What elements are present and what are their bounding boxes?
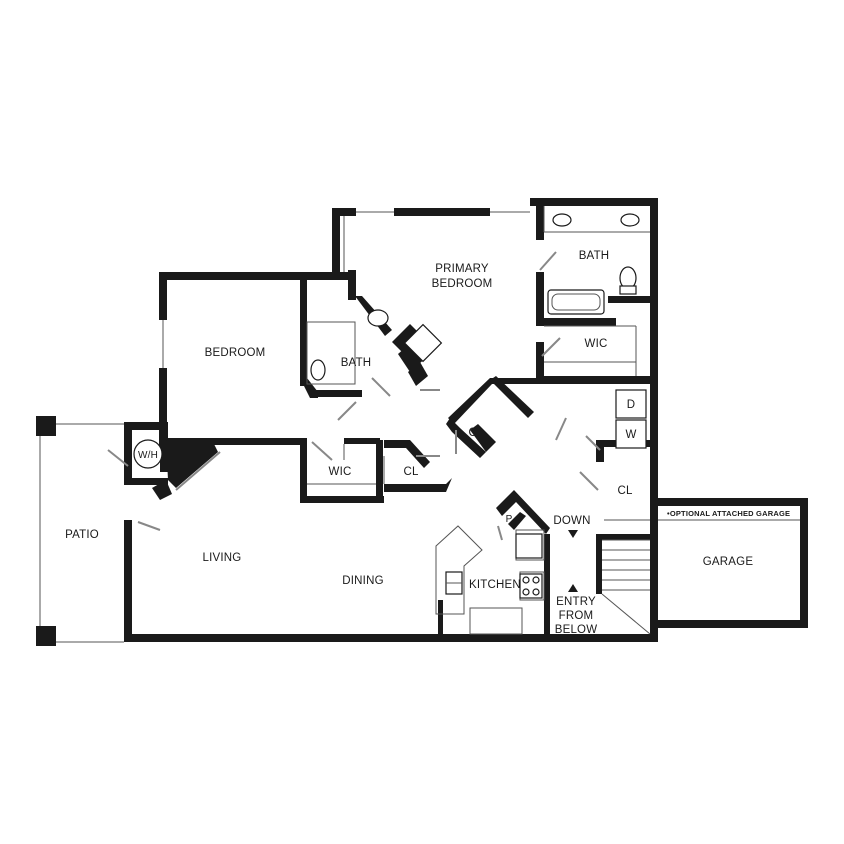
entry-label-line3: BELOW: [555, 624, 598, 636]
primary-bedroom-label-line2: BEDROOM: [432, 278, 493, 290]
sink-icon: [552, 213, 572, 227]
bath-primary-label: BATH: [579, 250, 610, 262]
optional-garage-note: •OPTIONAL ATTACHED GARAGE: [667, 509, 790, 518]
bathtub-icon: [547, 289, 605, 315]
garage-label: GARAGE: [703, 556, 754, 568]
toilet-icon: [367, 309, 389, 327]
shower-icon: [403, 323, 443, 363]
water-heater-label: W/H: [138, 450, 158, 461]
cl-secondary-label: CL: [403, 466, 419, 478]
patio-label: PATIO: [65, 529, 99, 541]
up-arrow-icon: [568, 584, 578, 592]
dining-label: DINING: [342, 575, 383, 587]
wic-primary-label: WIC: [585, 338, 608, 350]
dryer-label: D: [627, 399, 636, 411]
pantry-label: P: [506, 514, 513, 525]
primary-bedroom-label-line1: PRIMARY: [435, 263, 489, 275]
water-heater-icon: [133, 439, 163, 469]
fixtures: [133, 213, 640, 599]
sink-icon: [310, 359, 326, 381]
sink-icon: [620, 213, 640, 227]
bedroom-label: BEDROOM: [205, 347, 266, 359]
stairs: [601, 539, 651, 635]
cl-hall-label: CL: [468, 427, 484, 439]
down-label: DOWN: [553, 515, 590, 527]
entry-label-line2: FROM: [559, 610, 594, 622]
thin-lines: [39, 206, 800, 643]
kitchen-label: KITCHEN: [469, 579, 521, 591]
washer-label: W: [625, 429, 636, 441]
living-label: LIVING: [203, 552, 242, 564]
walls: [36, 198, 808, 646]
entry-label-line1: ENTRY: [556, 596, 596, 608]
doors: [107, 251, 601, 541]
room-labels: PRIMARY BEDROOM BATH WIC BEDROOM BATH CL…: [65, 250, 790, 636]
cl-entry-label: CL: [617, 485, 633, 497]
wic-secondary-label: WIC: [329, 466, 352, 478]
down-arrow-icon: [568, 530, 578, 538]
bath-secondary-label: BATH: [341, 357, 372, 369]
